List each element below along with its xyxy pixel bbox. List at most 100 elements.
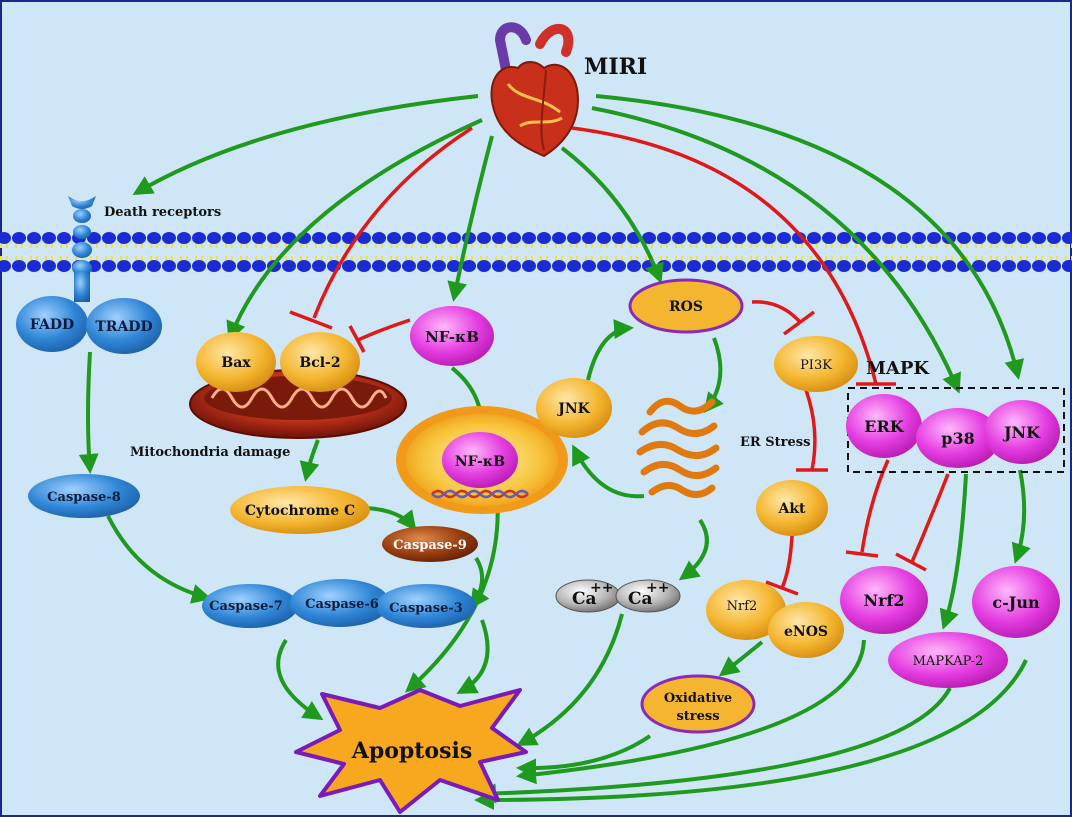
- mapk-label: MAPK: [866, 358, 930, 379]
- erk-label: ERK: [864, 417, 904, 436]
- cell-membrane: [0, 232, 1072, 272]
- inhibit-ros-pi3k: [751, 300, 802, 324]
- arrow-cytc-caspase9: [365, 506, 417, 532]
- arrow-caspase8-caspase7: [106, 515, 212, 604]
- pi3k-label: PI3K: [800, 358, 832, 373]
- p38-label: p38: [941, 429, 974, 448]
- erk-node: [846, 394, 922, 458]
- er-stress-label: ER Stress: [740, 435, 810, 450]
- calcium-label-2: Ca: [628, 589, 653, 609]
- caspase8-node: [28, 474, 140, 518]
- inhibit-akt-nrf2: [780, 535, 794, 589]
- arrow-calcium-apoptosis: [516, 613, 624, 746]
- arrow-casp7-apoptosis: [276, 638, 324, 721]
- apoptosis-label: Apoptosis: [351, 738, 472, 764]
- enos-node: [768, 602, 844, 658]
- enos-label: eNOS: [784, 624, 828, 640]
- death-receptors-label: Death receptors: [104, 205, 221, 220]
- caspase9-node: [382, 526, 478, 562]
- inhibition-lines: [289, 126, 950, 596]
- arrow-jnk-ros: [586, 319, 634, 381]
- arrow-er-calcium: [678, 518, 709, 581]
- death-receptor-icon: [68, 196, 96, 302]
- caspase3-label: Caspase-3: [389, 601, 463, 616]
- arrow-enos-oxidative: [718, 640, 764, 677]
- inhibit-p38-nrf2: [910, 473, 950, 563]
- nfkb-cytoplasm-label: NF-κB: [425, 328, 479, 346]
- arrow-mapkap2-apoptosis: [476, 687, 952, 804]
- pi3k-node: [774, 336, 858, 392]
- mapkap2-node: [888, 632, 1008, 688]
- jnk-left-node: [536, 378, 612, 438]
- arrow-tradd-caspase8: [78, 351, 99, 474]
- inhibit-miri-erk: [571, 126, 878, 385]
- oxidative-label-1: Oxidative: [664, 691, 732, 706]
- arrow-jnk-cjun: [1011, 469, 1031, 564]
- arrow-cjun-apoptosis: [474, 659, 1028, 810]
- arrow-oxidative-apoptosis: [516, 734, 652, 779]
- nrf2-big-node: [840, 566, 928, 634]
- cjun-label: c-Jun: [992, 593, 1040, 612]
- p38-node: [916, 408, 1000, 468]
- inhibit-pi3k-akt: [804, 389, 817, 471]
- arrow-nrf2-apoptosis: [516, 639, 866, 785]
- nrf2-small-label: Nrf2: [727, 599, 758, 614]
- akt-label: Akt: [777, 501, 806, 517]
- inhibit-nfkb-bcl2: [357, 318, 411, 342]
- inhibit-miri-bcl2: [312, 126, 473, 319]
- nfkb-nucleus-label: NF-κB: [455, 454, 505, 470]
- caspase3-node: [376, 584, 476, 628]
- akt-node: [756, 480, 828, 536]
- bax-label: Bax: [221, 355, 251, 371]
- er-stress-icon: [636, 397, 720, 498]
- nfkb-nucleus-node: [442, 432, 518, 488]
- caspase7-label: Caspase-7: [209, 599, 283, 614]
- arrow-er-jnk: [572, 444, 645, 499]
- jnk-right-node: [984, 400, 1060, 464]
- caspase8-label: Caspase-8: [47, 490, 121, 505]
- calcium-sup-1: ++: [590, 580, 613, 596]
- calcium-icon: [555, 579, 681, 613]
- oxidative-stress-node: [640, 674, 756, 734]
- arrow-miri-bax: [226, 118, 483, 342]
- calcium-label-1: Ca: [572, 589, 597, 609]
- caspase6-label: Caspase-6: [305, 597, 379, 612]
- tradd-label: TRADD: [95, 319, 152, 335]
- arrow-p38-mapkap2: [939, 473, 968, 630]
- miri-label: MIRI: [584, 54, 647, 80]
- caspase6-node: [290, 579, 390, 627]
- nfkb-cytoplasm-node: [410, 306, 494, 366]
- heart-icon: [490, 22, 580, 158]
- oxidative-label-2: stress: [676, 709, 719, 724]
- mito-damage-label: Mitochondria damage: [130, 445, 290, 460]
- inhibit-erk-nrf2: [860, 459, 890, 553]
- arrow-miri-death-receptors: [132, 94, 479, 196]
- ros-node: [628, 278, 744, 334]
- caspase9-label: Caspase-9: [393, 538, 467, 553]
- arrow-miri-p38: [591, 106, 961, 394]
- calcium-sup-2: ++: [646, 580, 669, 596]
- arrow-casp3-apoptosis: [456, 619, 490, 694]
- arrow-miri-jnk-right: [595, 94, 1025, 380]
- arrow-miri-nfkb: [447, 135, 494, 302]
- bcl2-label: Bcl-2: [299, 355, 340, 371]
- jnk-right-label: JNK: [1002, 423, 1041, 442]
- nrf2-small-node: [706, 580, 786, 640]
- tradd-node: [86, 298, 162, 354]
- apoptosis-star: [294, 688, 528, 814]
- ros-label: ROS: [669, 299, 703, 315]
- arrow-mito-cytc: [299, 439, 320, 482]
- cytochrome-c-node: [230, 486, 370, 534]
- bcl2-node: [280, 332, 360, 392]
- cytochrome-c-label: Cytochrome C: [245, 503, 355, 519]
- nrf2-big-label: Nrf2: [863, 591, 904, 610]
- caspase7-node: [202, 584, 298, 628]
- cjun-node: [972, 566, 1060, 638]
- mapkap2-label: MAPKAP-2: [913, 654, 984, 669]
- fadd-node: [16, 296, 88, 352]
- jnk-left-label: JNK: [556, 401, 590, 417]
- arrow-miri-ros: [560, 146, 664, 284]
- fadd-label: FADD: [30, 317, 74, 333]
